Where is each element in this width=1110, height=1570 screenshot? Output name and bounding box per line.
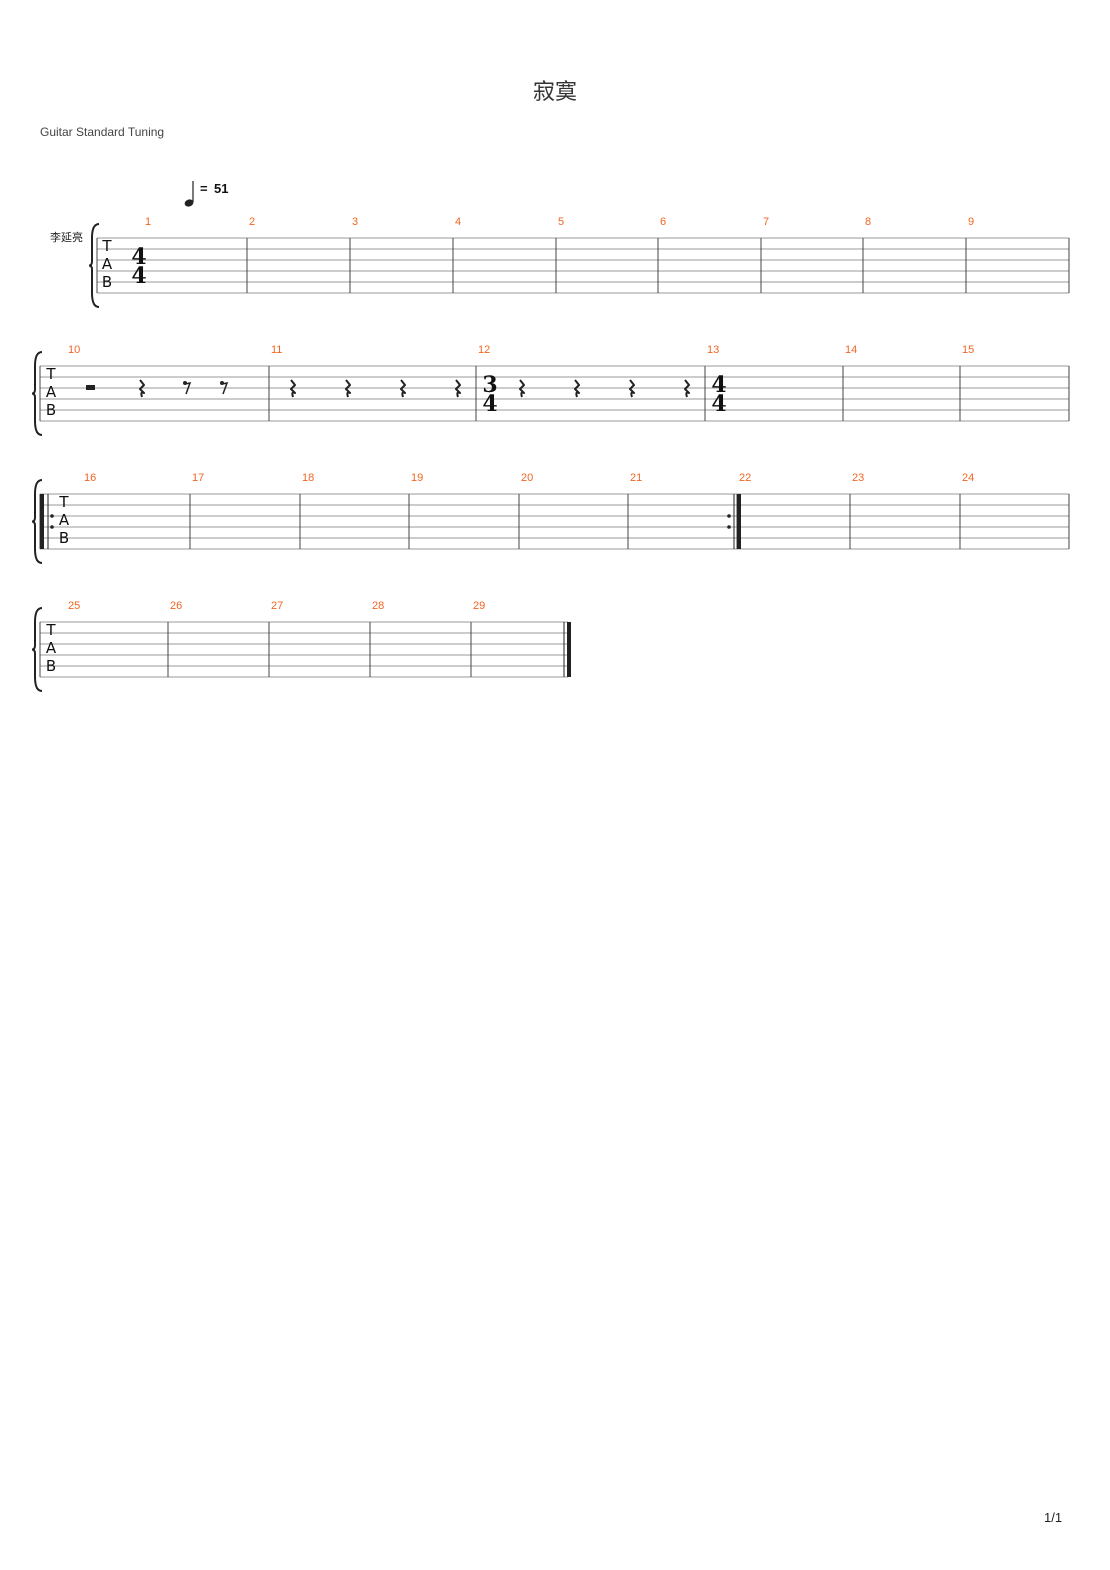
half-rest — [86, 385, 95, 390]
tempo-bpm: 51 — [214, 181, 228, 196]
quarter-rest — [290, 379, 296, 398]
measure-number: 27 — [271, 600, 283, 612]
system-bracket — [88, 223, 100, 308]
repeat-end-dot — [727, 525, 731, 529]
tab-clef-letter: B — [46, 401, 56, 419]
measure-number: 10 — [68, 344, 80, 356]
measure-number: 19 — [411, 472, 423, 484]
measure-number: 21 — [630, 472, 642, 484]
measure-number: 3 — [352, 216, 358, 228]
time-signature-top: 4 — [131, 244, 146, 270]
measure-number: 26 — [170, 600, 182, 612]
tempo-note-head — [184, 199, 194, 207]
measure-number: 20 — [521, 472, 533, 484]
tab-clef-letter: A — [59, 511, 70, 529]
system-bracket — [31, 351, 43, 436]
measure-number: 18 — [302, 472, 314, 484]
measure-number: 5 — [558, 216, 564, 228]
tab-clef-letter: T — [58, 493, 69, 511]
tab-clef-letter: T — [45, 365, 56, 383]
tab-clef-letter: T — [45, 621, 56, 639]
repeat-start-dot — [50, 525, 54, 529]
tuning-label: Guitar Standard Tuning — [40, 125, 165, 139]
measure-number: 11 — [271, 344, 282, 356]
quarter-rest — [629, 379, 635, 398]
measure-number: 2 — [249, 216, 255, 228]
measure-number: 1 — [145, 216, 151, 228]
measure-number: 29 — [473, 600, 485, 612]
tab-clef-letter: T — [101, 237, 112, 255]
quarter-rest — [455, 379, 461, 398]
measure-number: 17 — [192, 472, 204, 484]
tab-clef-letter: A — [46, 383, 57, 401]
page-number: 1/1 — [1044, 1510, 1063, 1525]
quarter-rest — [345, 379, 351, 398]
measure-number: 14 — [845, 344, 857, 356]
measure-number: 15 — [962, 344, 974, 356]
eighth-rest — [221, 382, 229, 395]
measure-number: 6 — [660, 216, 666, 228]
score-title: 寂寞 — [532, 80, 577, 105]
measure-number: 24 — [962, 472, 974, 484]
measure-number: 13 — [707, 344, 719, 356]
quarter-rest — [684, 379, 690, 398]
time-signature-bottom: 4 — [482, 391, 497, 417]
quarter-rest — [519, 379, 525, 398]
repeat-start-thick-bar — [40, 494, 44, 549]
track-name: 李延亮 — [50, 230, 83, 244]
quarter-rest — [574, 379, 580, 398]
repeat-end-dot — [727, 514, 731, 518]
tempo-equals: = — [200, 181, 208, 196]
system-bracket — [31, 607, 43, 692]
measure-number: 22 — [739, 472, 751, 484]
quarter-rest — [400, 379, 406, 398]
measure-number: 9 — [968, 216, 974, 228]
system-bracket — [31, 479, 43, 564]
eighth-rest — [184, 382, 192, 395]
quarter-rest — [139, 379, 145, 398]
measure-number: 8 — [865, 216, 871, 228]
tab-clef-letter: B — [59, 529, 69, 547]
repeat-start-dot — [50, 514, 54, 518]
tab-clef-letter: A — [46, 639, 57, 657]
time-signature-bottom: 4 — [711, 391, 726, 417]
final-barline-thick — [567, 622, 571, 677]
tab-clef-letter: B — [102, 273, 112, 291]
measure-number: 4 — [455, 216, 461, 228]
measure-number: 25 — [68, 600, 80, 612]
measure-number: 28 — [372, 600, 384, 612]
tab-clef-letter: A — [102, 255, 113, 273]
time-signature-top: 4 — [711, 372, 726, 398]
measure-number: 16 — [84, 472, 96, 484]
measure-number: 23 — [852, 472, 864, 484]
measure-number: 7 — [763, 216, 769, 228]
time-signature-top: 3 — [482, 372, 497, 398]
repeat-end-thick-bar — [737, 494, 741, 549]
tab-clef-letter: B — [46, 657, 56, 675]
measure-number: 12 — [478, 344, 490, 356]
time-signature-bottom: 4 — [131, 263, 146, 289]
